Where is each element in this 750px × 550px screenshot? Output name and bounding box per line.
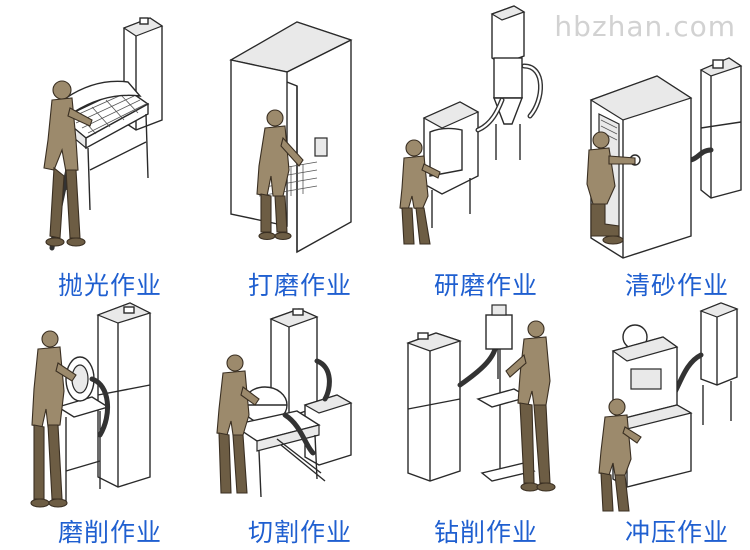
cutting-illustration: [216, 308, 353, 498]
caption-drilling: 钻削作业: [434, 518, 539, 547]
caption-bench-grinder: 磨削作业: [58, 518, 163, 547]
caption-cutting: 切割作业: [248, 518, 353, 547]
polishing-illustration: [43, 17, 164, 251]
sand-cleaning-illustration: [586, 57, 743, 259]
panel-grinding-hood: 研磨作业: [374, 0, 561, 300]
caption-grinding-booth: 打磨作业: [248, 271, 353, 300]
panel-grinding-booth: 打磨作业: [187, 0, 374, 300]
caption-polishing: 抛光作业: [58, 271, 163, 300]
panel-sand-cleaning: 清砂作业: [561, 0, 748, 300]
caption-stamping: 冲压作业: [625, 518, 730, 547]
panel-stamping: 冲压作业: [561, 275, 748, 550]
caption-grinding-hood: 研磨作业: [434, 271, 539, 300]
bench-grinder-illustration: [30, 302, 152, 508]
watermark: hbzhan.com: [554, 10, 736, 43]
drilling-illustration: [406, 304, 556, 492]
grinding-hood-illustration: [399, 5, 543, 245]
panel-drilling: 钻削作业: [374, 275, 561, 550]
panel-cutting: 切割作业: [187, 275, 374, 550]
stamping-illustration: [598, 302, 739, 512]
grinding-booth-illustration: [229, 21, 353, 254]
panel-bench-grinder: 磨削作业: [0, 275, 187, 550]
caption-sand-cleaning: 清砂作业: [625, 271, 730, 300]
panel-polishing: 抛光作业: [0, 0, 187, 300]
